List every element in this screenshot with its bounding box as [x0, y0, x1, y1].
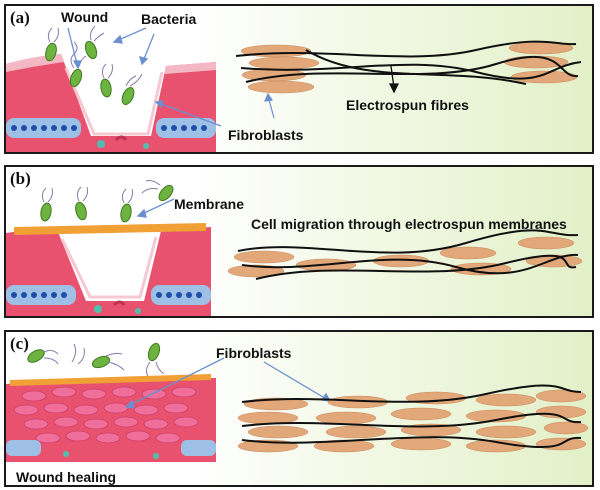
- panel-a: (a) Wound Bacteria Fibroblasts Electrosp…: [4, 4, 594, 154]
- wound-tissue: [6, 223, 211, 316]
- fibres-pointer: [388, 65, 400, 94]
- wound-tissue: [6, 54, 216, 152]
- panel-c-label: (c): [10, 334, 29, 353]
- panel-b-label: (b): [10, 169, 31, 188]
- bacteria-group: [40, 184, 174, 223]
- healed-tissue: [6, 374, 216, 462]
- healed-scaffold: [237, 384, 589, 453]
- bacteria-group: [45, 40, 135, 105]
- membrane-label: Membrane: [174, 196, 245, 212]
- membrane-layer: [14, 223, 206, 235]
- fibroblasts-label: Fibroblasts: [216, 345, 292, 361]
- panel-c-illustration: [6, 342, 589, 462]
- cell-migration-label: Cell migration through electrospun membr…: [251, 216, 567, 232]
- bacteria-arrows: [67, 27, 222, 127]
- bacteria-group: [27, 342, 161, 369]
- panel-b: (b) Membrane Cell migration through elec…: [4, 165, 594, 318]
- panel-a-label: (a): [10, 8, 30, 27]
- bacteria-label: Bacteria: [141, 11, 197, 27]
- panel-a-illustration: [6, 25, 582, 152]
- bacteria-flagella: [43, 343, 165, 377]
- fibroblasts-label: Fibroblasts: [228, 127, 304, 143]
- wound-label: Wound: [61, 9, 109, 25]
- membrane-arrow: [136, 198, 175, 218]
- fibres-scaffold: [235, 40, 582, 94]
- migration-scaffold: [227, 229, 583, 280]
- panel-c: (c) Fibroblasts Wound healing: [4, 330, 594, 487]
- fibroblast-pointer: [264, 92, 275, 119]
- bacteria-flagella: [41, 180, 161, 204]
- fibroblast-arrows: [124, 357, 332, 409]
- panel-b-illustration: [6, 180, 583, 316]
- wound-healing-label: Wound healing: [16, 469, 117, 485]
- electrospun-fibres-label: Electrospun fibres: [346, 97, 469, 113]
